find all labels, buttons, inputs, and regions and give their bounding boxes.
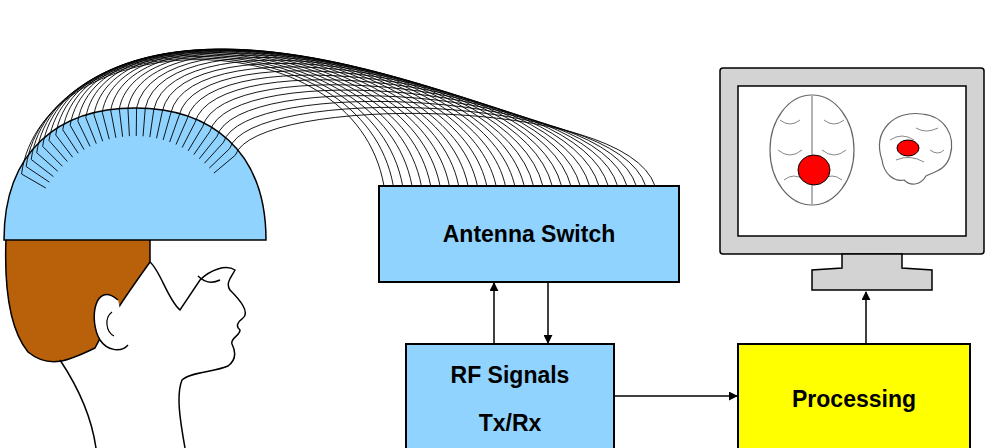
electrode-wire [22, 60, 384, 188]
box-label: Antenna Switch [443, 220, 616, 248]
switch-box: Antenna Switch [378, 185, 680, 283]
electrode-wire [204, 101, 636, 186]
connector-arrow [493, 283, 495, 343]
hair [6, 238, 150, 362]
electrode-wire [43, 54, 422, 186]
electrode-wire [128, 53, 524, 186]
ear-inner [107, 312, 114, 336]
ear [94, 295, 128, 350]
eye [198, 276, 220, 282]
processing-box: Processing [737, 343, 971, 448]
connector-arrow [615, 395, 737, 397]
box-label: RF Signals Tx/Rx [435, 351, 585, 447]
electrode-wire [194, 90, 618, 186]
face-profile [150, 262, 245, 448]
back-of-neck [60, 360, 96, 448]
brain-top-view [770, 95, 854, 205]
electrode-wire [170, 71, 581, 186]
brain-side-view [880, 113, 952, 184]
electrode-wire [37, 55, 412, 186]
brain-fissure [812, 96, 813, 204]
brain-activity [897, 140, 919, 156]
electrode-wire [163, 67, 571, 186]
electrode-wire [176, 75, 590, 186]
monitor-frame [720, 68, 984, 254]
electrode-wire [214, 113, 655, 186]
electrode-wire [188, 85, 608, 186]
display-arrow [865, 292, 867, 343]
box-label: Processing [792, 385, 916, 413]
electrode-wire [143, 57, 543, 186]
electrode-wire [199, 96, 627, 186]
electrode-wires [22, 49, 655, 188]
transceiver-box: RF Signals Tx/Rx [405, 343, 615, 448]
monitor-stand [812, 254, 932, 290]
helmet [4, 108, 266, 240]
monitor-screen [738, 86, 966, 236]
brain-folds [890, 128, 944, 162]
brain-activity [798, 155, 830, 185]
electrode-wire [56, 51, 440, 186]
connector-arrow [547, 283, 549, 343]
electrode-wire [209, 107, 645, 186]
